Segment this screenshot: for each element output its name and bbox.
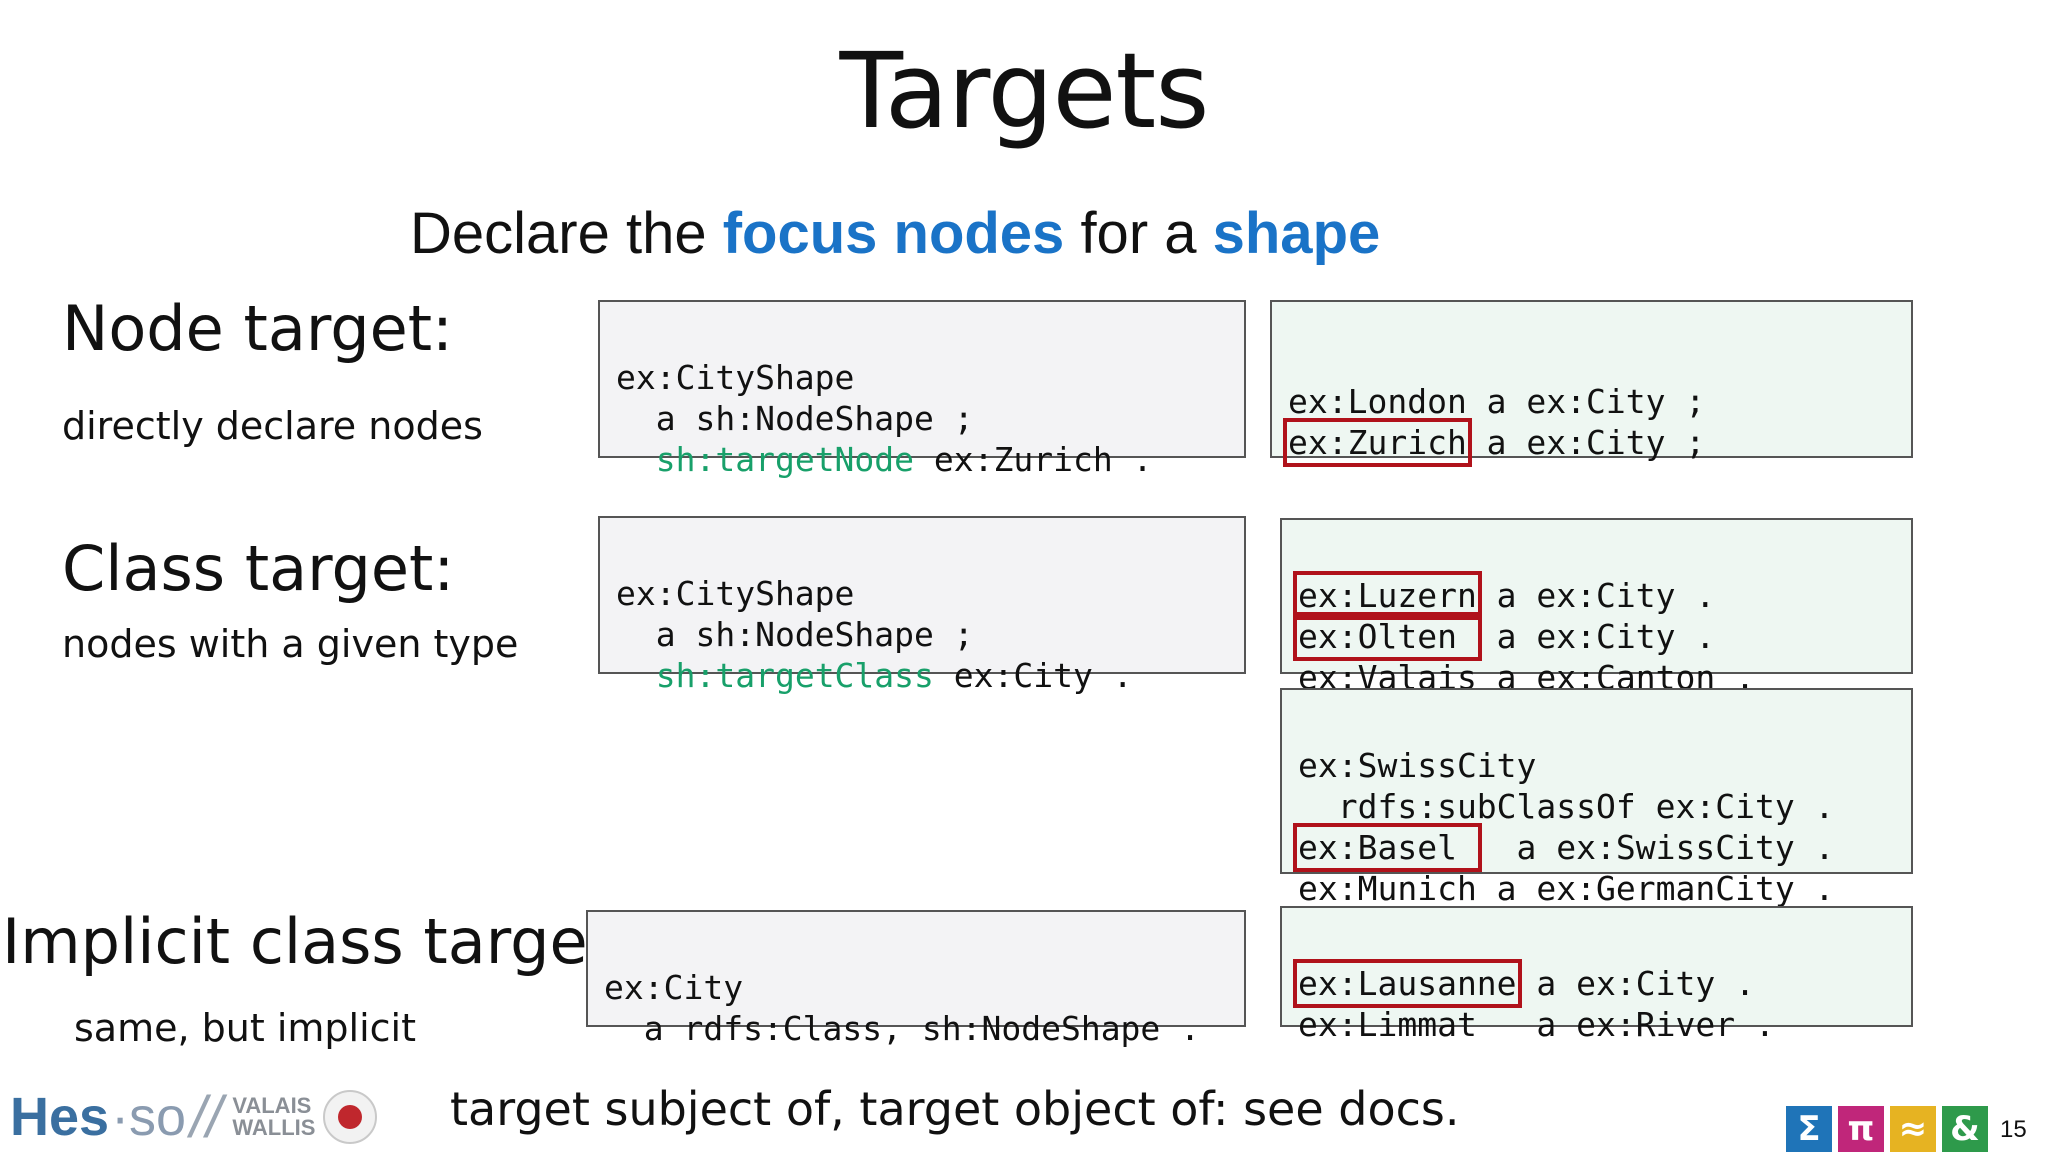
code-line: rdfs:subClassOf ex:City . <box>1298 787 1835 826</box>
page-number: 15 <box>2000 1116 2027 1143</box>
hes-so-logo: Hes·so// VALAIS WALLIS <box>10 1084 378 1150</box>
logo-valais-wallis: VALAIS WALLIS <box>232 1095 315 1139</box>
tile-symbol: & <box>1950 1109 1980 1149</box>
code-text: a ex:City ; <box>1466 382 1706 421</box>
node-shape-code-box: ex:CityShape a sh:NodeShape ; sh:targetN… <box>598 300 1246 479</box>
focus-node-luzern: ex:Luzern <box>1293 571 1482 620</box>
seal-icon <box>323 1090 378 1144</box>
pi-icon: π <box>1838 1106 1884 1152</box>
implicit-data-code-box: ex:Lausanne a ex:City .ex:Limmat a ex:Ri… <box>1280 906 1913 1044</box>
code-line: ex:Munich a ex:GermanCity . <box>1298 869 1835 908</box>
tile-symbol: ≈ <box>1898 1109 1928 1149</box>
tile-symbol: Σ <box>1797 1109 1821 1149</box>
node-target-title: Node target: <box>62 292 453 365</box>
logo-slash: // <box>190 1084 223 1150</box>
logo-so-text: ·so <box>111 1087 187 1147</box>
code-text: ex:City . <box>933 656 1133 695</box>
code-line: ex:CityShape <box>616 358 855 397</box>
implicit-shape-code-box: ex:City a rdfs:Class, sh:NodeShape . <box>586 910 1246 1048</box>
node-target-desc: directly declare nodes <box>62 404 483 448</box>
slide-title: Targets <box>839 30 1210 152</box>
code-line: sh:targetClass ex:City . <box>616 655 1228 696</box>
code-text: a ex:City . <box>1476 617 1716 656</box>
approx-icon: ≈ <box>1890 1106 1936 1152</box>
code-line: ex:Luzern a ex:City . <box>1293 571 1895 620</box>
class-shape-code-box: ex:CityShape a sh:NodeShape ; sh:targetC… <box>598 516 1246 695</box>
code-line: ex:Lausanne a ex:City . <box>1293 959 1895 1008</box>
footer-note: target subject of, target object of: see… <box>450 1082 1460 1136</box>
code-line: a sh:NodeShape ; <box>616 615 974 654</box>
code-text: a ex:City . <box>1516 964 1755 1003</box>
code-line: ex:SwissCity <box>1298 746 1537 785</box>
code-text: a ex:SwissCity . <box>1476 828 1835 867</box>
logo-wallis: WALLIS <box>232 1115 316 1140</box>
code-line: ex:CityShape <box>616 574 855 613</box>
code-line: ex:London a ex:City ; <box>1288 381 1895 422</box>
code-line: ex:City <box>604 968 744 1007</box>
code-line: ex:Zurich a ex:City ; <box>1283 418 1895 467</box>
tile-symbol: π <box>1847 1109 1875 1149</box>
subtitle-part1: Declare the <box>410 201 723 266</box>
code-subject: ex:London <box>1288 382 1467 421</box>
focus-node-lausanne: ex:Lausanne <box>1293 959 1522 1008</box>
implicit-target-title: Implicit class target: <box>2 905 633 978</box>
slide-subtitle: Declare the focus nodes for a shape <box>410 200 1380 267</box>
code-indent <box>616 656 656 695</box>
code-text: a ex:City ; <box>1466 423 1706 462</box>
class-data-code-box: ex:Luzern a ex:City .ex:Olten a ex:City … <box>1280 518 1913 697</box>
subtitle-focus-nodes: focus nodes <box>722 201 1065 266</box>
logo-hes-text: Hes <box>10 1087 110 1147</box>
focus-node-olten: ex:Olten <box>1293 612 1482 661</box>
node-data-code-box: ex:London a ex:City ;ex:Zurich a ex:City… <box>1270 300 1913 467</box>
code-indent <box>616 440 656 479</box>
subclass-data-code-box: ex:SwissCity rdfs:subClassOf ex:City .ex… <box>1280 688 1913 908</box>
code-text: a ex:City . <box>1476 576 1716 615</box>
code-line: a rdfs:Class, sh:NodeShape . <box>604 1009 1201 1048</box>
focus-node-basel: ex:Basel <box>1293 823 1482 872</box>
code-line: a sh:NodeShape ; <box>616 399 974 438</box>
code-line: sh:targetNode ex:Zurich . <box>616 439 1228 480</box>
ampersand-icon: & <box>1942 1106 1988 1152</box>
subtitle-shape: shape <box>1212 201 1381 266</box>
code-text: ex:Zurich . <box>914 440 1153 479</box>
code-line: ex:Olten a ex:City . <box>1293 612 1895 661</box>
logo-valais: VALAIS <box>232 1093 312 1118</box>
implicit-target-desc: same, but implicit <box>74 1006 416 1050</box>
sigma-icon: Σ <box>1786 1106 1832 1152</box>
target-node-keyword: sh:targetNode <box>655 440 915 479</box>
class-target-title: Class target: <box>62 532 455 605</box>
subtitle-part2: for a <box>1064 201 1213 266</box>
focus-node-zurich: ex:Zurich <box>1283 418 1472 467</box>
code-line: ex:Limmat a ex:River . <box>1298 1005 1775 1044</box>
class-target-desc: nodes with a given type <box>62 622 519 666</box>
code-line: ex:Basel a ex:SwissCity . <box>1293 823 1895 872</box>
target-class-keyword: sh:targetClass <box>655 656 934 695</box>
